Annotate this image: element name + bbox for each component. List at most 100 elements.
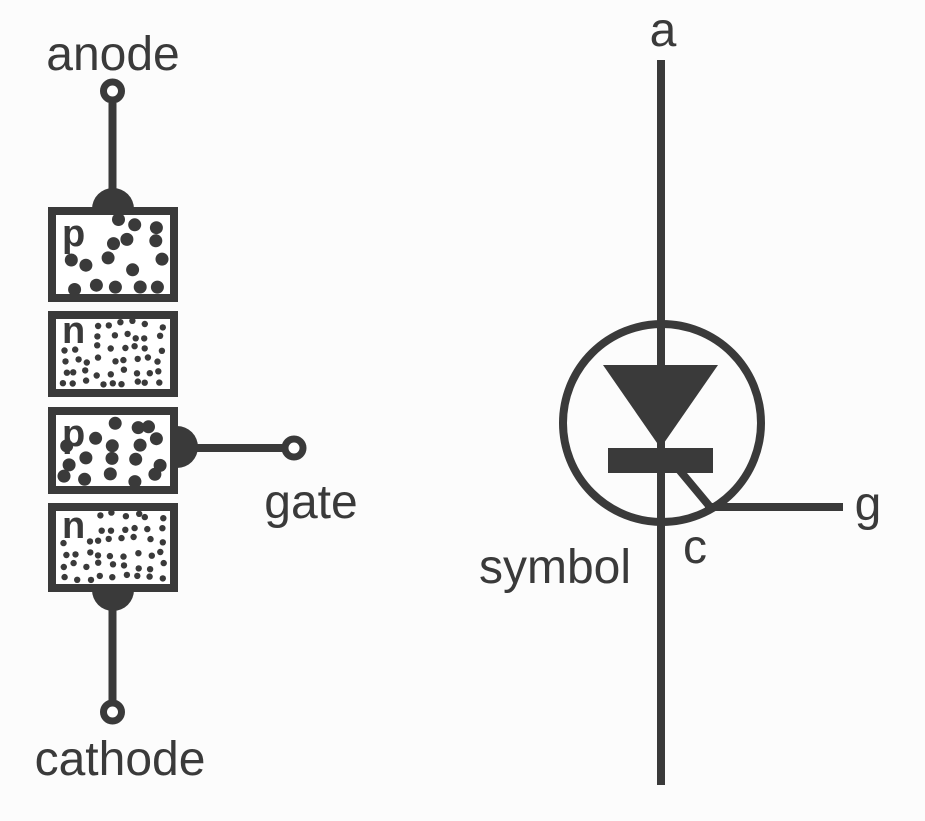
doping-dot [141,320,148,328]
doping-dot [109,380,117,387]
anode-label: anode [46,28,179,81]
doping-dot [149,432,163,446]
doping-dot [94,537,102,544]
doping-dot [94,333,101,340]
doping-dot [86,538,94,545]
doping-dot [103,467,117,481]
doping-dot [141,513,148,521]
doping-dot [94,342,101,349]
doping-dot [157,548,164,556]
doping-dot [97,512,104,519]
doping-dot [146,370,153,377]
doping-dot [93,372,100,379]
doping-dot [120,553,127,560]
doping-dot [118,534,125,542]
doping-dot [108,509,115,516]
doping-dot [130,533,137,541]
layer-p1-dots [64,213,169,296]
doping-dot [148,552,155,559]
doping-dot [158,347,166,354]
anode-contact [92,188,134,209]
gate-label: gate [264,476,357,529]
doping-dot [83,563,90,571]
doping-dot [124,330,131,338]
doping-dot [156,379,163,386]
doping-dot [128,475,142,489]
doping-dot [89,278,103,292]
doping-dot [108,416,122,430]
doping-dot [61,573,68,581]
doping-dot [123,571,131,579]
doping-dot [120,562,128,569]
doping-dot [98,527,105,534]
doping-dot [141,345,148,352]
doping-dot [109,574,116,581]
layer-p2-dots [57,416,167,489]
doping-dot [134,572,141,580]
layer-n1-box [48,311,178,397]
doping-dot [60,563,67,571]
doping-dot [60,439,74,453]
doping-dot [107,527,115,534]
cathode-label: cathode [35,733,206,786]
doping-dot [149,234,163,248]
doping-dot [131,524,138,532]
doping-dot [109,561,117,568]
doping-dot [154,358,161,365]
doping-dot [62,358,69,365]
doping-dot [148,467,162,481]
symbol-circle-icon [559,320,765,526]
doping-dot [129,317,136,324]
doping-dot [87,549,94,556]
doping-dot [120,232,134,246]
doping-dot [135,550,142,557]
doping-dot [63,369,71,376]
layer-n1-dots [59,317,166,388]
doping-dot [100,381,107,388]
doping-dot [159,539,166,546]
doping-dot [149,221,163,235]
doping-dot [107,237,120,251]
layer-p1-label: p [62,213,85,255]
doping-dot [101,251,115,265]
doping-dot [134,378,141,385]
doping-dot [135,565,142,572]
doping-dot [141,379,148,386]
thyristor-symbol: a g c symbol [479,4,881,785]
doping-dot [70,559,77,567]
doping-dot [74,576,81,583]
doping-dot [94,354,102,361]
doping-dot [59,380,67,387]
doping-dot [118,381,125,388]
doping-dot [133,370,141,377]
doping-dot [134,355,141,363]
doping-dot [128,218,142,232]
layer-n2-label: n [62,505,85,547]
doping-dot [105,451,119,465]
doping-dot [107,371,115,378]
doping-dot [132,335,139,342]
doping-dot [105,535,112,543]
doping-dot [79,258,93,272]
layer-p2-label: p [62,413,85,455]
doping-dot [120,356,127,364]
doping-dot [60,539,67,547]
doping-dot [120,366,128,373]
doping-dot [133,438,147,452]
doping-dot [155,252,169,266]
doping-dot [146,573,153,580]
layer-n1-label: n [62,310,85,352]
symbol-triangle-icon [603,365,718,448]
doping-dot [112,213,125,226]
doping-dot [89,431,103,445]
pnpn-structure: anode cathode gate p n p n [35,28,358,786]
doping-dot [160,559,167,567]
doping-dot [129,452,143,466]
doping-dot [159,575,166,582]
doping-dot [131,421,145,435]
doping-dot [105,322,113,329]
doping-dot [106,552,114,560]
doping-dot [68,283,82,296]
cathode-terminal-icon [100,699,125,725]
